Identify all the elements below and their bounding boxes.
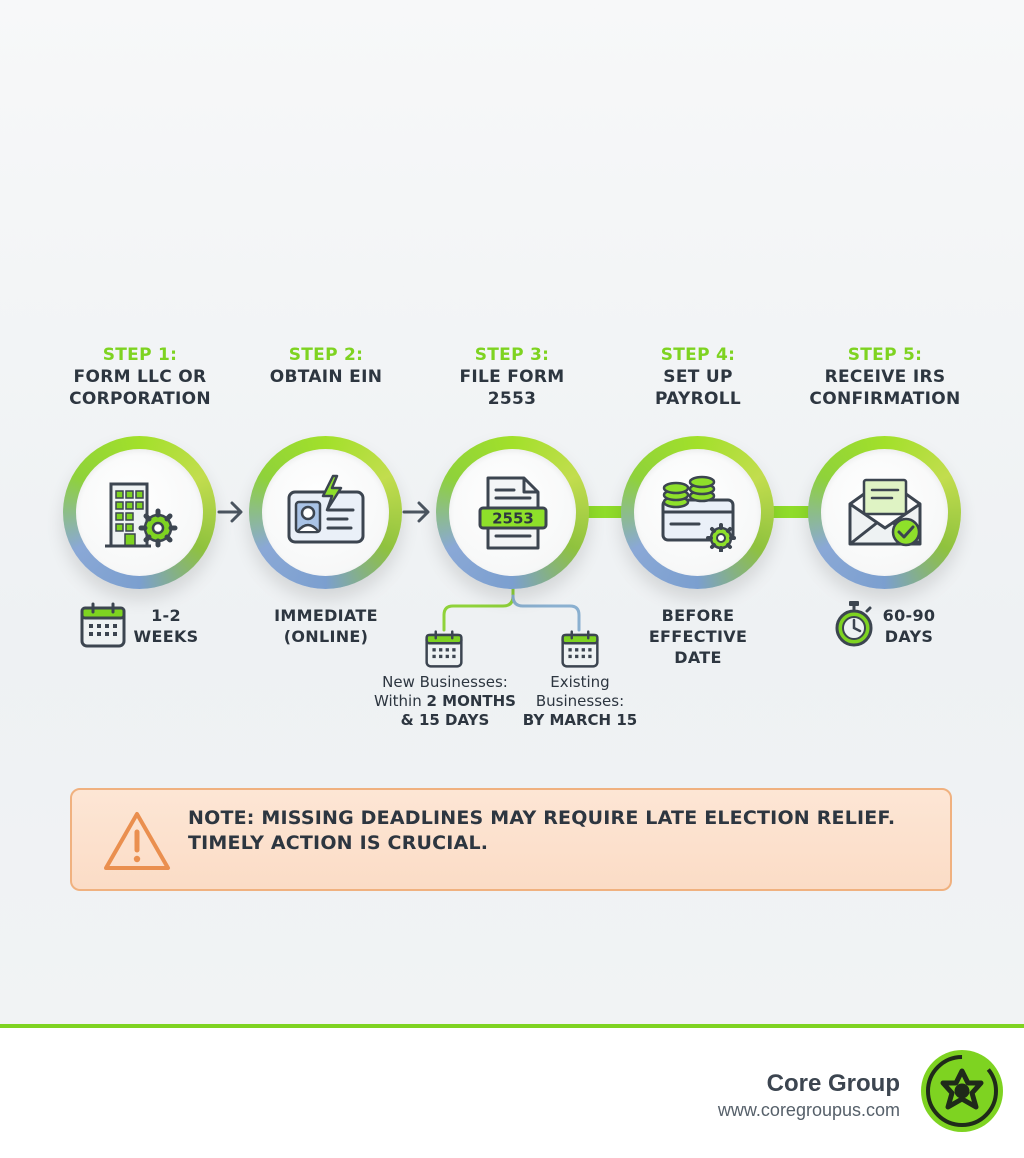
step-2-title: OBTAIN EIN — [269, 367, 383, 387]
calendar-icon-new — [425, 630, 463, 668]
step-4-header: STEP 4: SET UP PAYROLL — [598, 344, 798, 410]
new-businesses-label: New Businesses: — [382, 673, 508, 691]
connector-3-to-4 — [580, 506, 630, 518]
step-2-duration: IMMEDIATE (ONLINE) — [274, 606, 378, 646]
step-2-header: STEP 2: OBTAIN EIN — [226, 344, 426, 388]
step-2-circle — [249, 436, 402, 589]
coins-card-gear-icon — [661, 475, 736, 552]
step-3-header: STEP 3: FILE FORM 2553 — [412, 344, 612, 410]
step-1-circle — [63, 436, 216, 589]
envelope-check-icon — [848, 478, 922, 547]
brand-block: Core Group www.coregroupus.com — [718, 1070, 900, 1121]
calendar-icon-existing — [561, 630, 599, 668]
deadline-note: NOTE: MISSING DEADLINES MAY REQUIRE LATE… — [70, 788, 952, 891]
building-gear-icon — [105, 482, 178, 548]
arrow-1-to-2 — [217, 501, 243, 523]
id-card-lightning-icon — [287, 474, 365, 544]
step-1-number: STEP 1: — [102, 345, 178, 365]
step-5-circle — [808, 436, 961, 589]
brand-name: Core Group — [766, 1070, 900, 1097]
step-5-title: RECEIVE IRS CONFIRMATION — [809, 367, 961, 409]
existing-businesses-label-2: Businesses: — [535, 692, 625, 710]
step-1-duration: 1-2 WEEKS — [133, 606, 199, 646]
step-3-circle: 2553 — [436, 436, 589, 589]
step-5-duration: 60-90 DAYS — [882, 606, 936, 646]
step-4-title: SET UP PAYROLL — [654, 367, 742, 409]
step-4-number: STEP 4: — [660, 345, 736, 365]
footer: Core Group www.coregroupus.com — [0, 1024, 1024, 1158]
arrow-2-to-3 — [402, 501, 430, 523]
existing-businesses-date: BY MARCH 15 — [522, 711, 638, 729]
document-2553-icon: 2553 — [478, 476, 548, 550]
step-2-number: STEP 2: — [288, 345, 364, 365]
new-businesses-within: Within 2 MONTHS — [374, 692, 516, 710]
core-group-logo-icon — [921, 1050, 1003, 1132]
connector-4-to-5 — [764, 506, 814, 518]
step-1-title: FORM LLC OR CORPORATION — [69, 367, 211, 409]
step-3-number: STEP 3: — [474, 345, 550, 365]
step-5-header: STEP 5: RECEIVE IRS CONFIRMATION — [785, 344, 985, 410]
stopwatch-icon — [835, 601, 873, 647]
step-4-circle — [621, 436, 774, 589]
existing-businesses-label-1: Existing — [550, 673, 610, 691]
new-businesses-days: & 15 DAYS — [400, 711, 490, 729]
step-3-title: FILE FORM 2553 — [459, 367, 565, 409]
step-1-header: STEP 1: FORM LLC OR CORPORATION — [40, 344, 240, 410]
new-businesses-deadline: New Businesses: Within 2 MONTHS & 15 DAY… — [362, 673, 528, 730]
calendar-icon — [80, 602, 126, 648]
brand-url[interactable]: www.coregroupus.com — [717, 1100, 900, 1120]
existing-businesses-deadline: Existing Businesses: BY MARCH 15 — [515, 673, 645, 730]
step-4-duration: BEFORE EFFECTIVE DATE — [648, 606, 748, 667]
form-number-label: 2553 — [492, 510, 534, 528]
step3-branch-lines — [442, 586, 581, 632]
note-text: NOTE: MISSING DEADLINES MAY REQUIRE LATE… — [188, 807, 896, 854]
step-5-number: STEP 5: — [847, 345, 923, 365]
warning-triangle-icon — [104, 812, 170, 870]
